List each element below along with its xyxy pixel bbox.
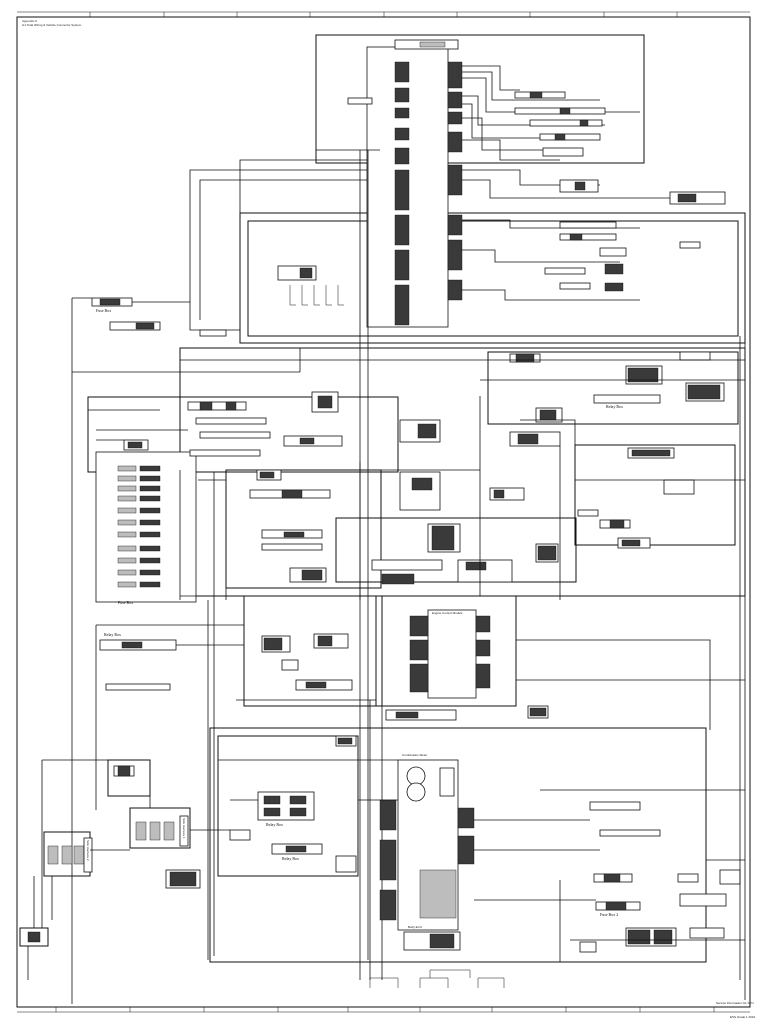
header-line-1: Appendix 0 (22, 19, 37, 23)
fuse-box-left-label: Fuse Box (118, 600, 133, 605)
side-label-1: Side Harness 1 (182, 818, 186, 839)
sheet-border (16, 11, 751, 1013)
middle-section: Fuse Box Relay Box (72, 347, 746, 605)
relay-box-right-label: Relay Box (606, 404, 623, 409)
side-label-2: Side Harness 2 (86, 840, 90, 861)
top-right-components (277, 91, 726, 292)
ecm-pins (409, 615, 491, 693)
relay-box-lower-label: Relay Box (266, 822, 283, 827)
mid-components: Relay Box (123, 351, 725, 585)
left-side-modules: Side Harness 1 Side Harness 2 (19, 759, 230, 980)
ecm-title: Engine Control Module (432, 611, 463, 615)
bottom-ground-legs (369, 969, 505, 988)
border-ticks-top (89, 12, 678, 17)
bottom-wires (210, 759, 745, 963)
meter-pins (379, 799, 475, 921)
relay-box-bottom-label: Relay Box (282, 856, 299, 861)
main-ecu-pins (394, 61, 463, 326)
lower-middle-section: Engine Control Module Relay Box (95, 595, 745, 980)
fuse-box-2-label: Fuse Box 2 (600, 912, 618, 917)
fuse-box-top: Fuse Box (71, 297, 227, 1004)
top-module-group (189, 34, 746, 344)
body-ecu-label: Body ECU (408, 925, 422, 929)
left-side-wires (27, 759, 230, 980)
combination-meter-label: Combination Meter (402, 753, 427, 757)
long-vertical-wires (207, 150, 746, 1000)
footer-right-2: ESS Grade 1 2010 (730, 1015, 756, 1019)
border-ticks-bottom (55, 1007, 715, 1012)
relay-box-left-label: Relay Box (104, 632, 121, 637)
ecm-block (427, 609, 477, 699)
header-line-2: G1 Total Wiring & Vehicle Connector Syst… (22, 23, 82, 27)
footer-right-1: Service Information G1 STN (716, 1001, 754, 1005)
fuse-box-top-label: Fuse Box (96, 308, 111, 313)
bottom-section: Combination Meter Body ECU Relay Box Rel… (165, 727, 745, 988)
fuse-box-left: Fuse Box (95, 451, 197, 605)
ground-stubs (289, 285, 344, 306)
